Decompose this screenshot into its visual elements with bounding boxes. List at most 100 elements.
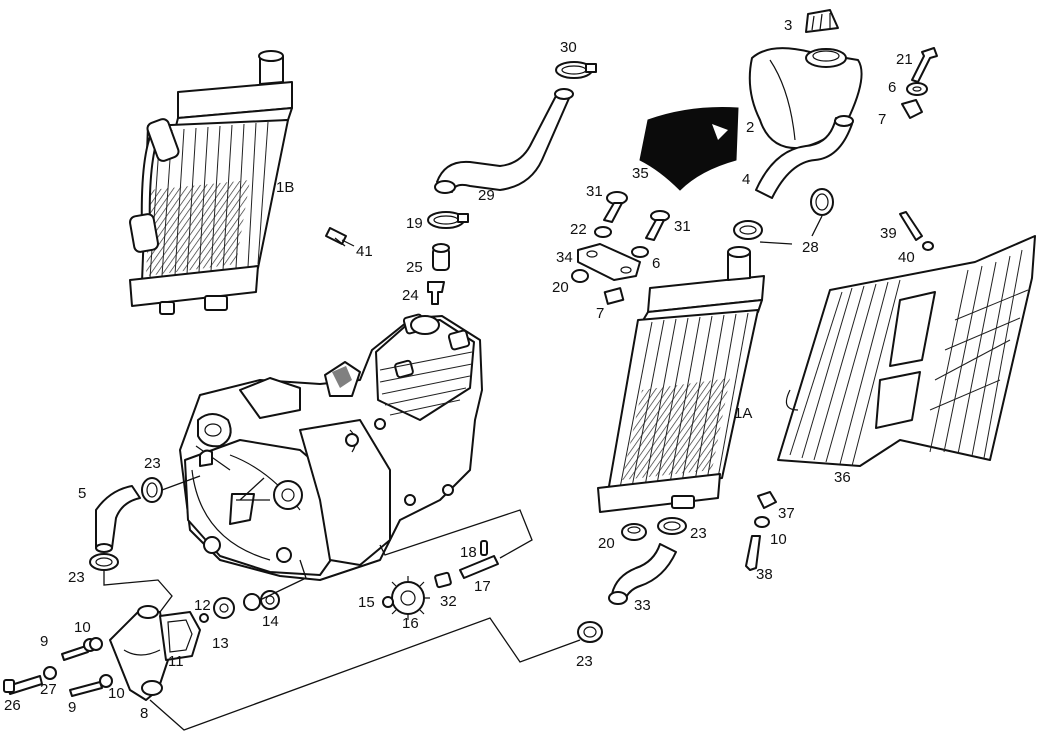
clamp-28a — [810, 188, 834, 216]
impeller-13 — [213, 597, 235, 619]
cap-3 — [805, 9, 839, 33]
grille-36 — [777, 235, 1036, 467]
label-23a: 23 — [144, 455, 161, 472]
washer-10a — [754, 516, 770, 528]
label-6b: 6 — [652, 255, 660, 272]
label-23b: 23 — [68, 569, 85, 586]
clamp-23a — [141, 477, 163, 503]
label-1b: 1B — [276, 179, 294, 196]
label-1a: 1A — [734, 405, 752, 422]
water-pump-housing-8 — [109, 605, 169, 701]
label-24: 24 — [402, 287, 419, 304]
label-35: 35 — [632, 165, 649, 182]
clamp-19 — [427, 211, 469, 229]
bracket-37 — [757, 491, 777, 509]
label-21: 21 — [896, 51, 913, 68]
label-2: 2 — [746, 119, 754, 136]
label-20a: 20 — [552, 279, 569, 296]
bolt-39 — [899, 211, 923, 241]
leader-lines — [103, 215, 823, 731]
gasket-11 — [159, 611, 201, 661]
label-26: 26 — [4, 697, 21, 714]
hose-29 — [434, 88, 574, 194]
label-32: 32 — [440, 593, 457, 610]
clamp-23d — [577, 621, 603, 643]
label-27: 27 — [40, 681, 57, 698]
pin-18 — [480, 540, 488, 556]
label-20b: 20 — [598, 535, 615, 552]
hose-4 — [755, 115, 854, 199]
label-40: 40 — [898, 249, 915, 266]
bolt-31a — [603, 191, 628, 223]
gear-16 — [386, 576, 430, 620]
grommet-20a — [571, 269, 589, 283]
radiator-1a — [597, 246, 765, 513]
label-8: 8 — [140, 705, 148, 722]
label-10c: 10 — [108, 685, 125, 702]
label-11: 11 — [168, 653, 184, 670]
label-31a: 31 — [586, 183, 603, 200]
clamp-23b — [89, 553, 119, 571]
sensor-41 — [325, 227, 355, 247]
label-7a: 7 — [878, 111, 886, 128]
label-10b: 10 — [74, 619, 91, 636]
seal-12 — [199, 613, 209, 623]
bolt-21 — [911, 47, 938, 83]
hose-33 — [608, 543, 677, 605]
nut-7a — [901, 99, 923, 119]
label-5: 5 — [78, 485, 86, 502]
washer-22 — [594, 226, 612, 238]
washer-15 — [382, 596, 394, 608]
label-38: 38 — [756, 566, 773, 583]
radiator-1b — [129, 50, 293, 315]
label-33: 33 — [634, 597, 651, 614]
label-7b: 7 — [596, 305, 604, 322]
bracket-34 — [577, 243, 641, 281]
label-13: 13 — [212, 635, 229, 652]
label-30: 30 — [560, 39, 577, 56]
label-22: 22 — [570, 221, 587, 238]
label-28: 28 — [802, 239, 819, 256]
label-37: 37 — [778, 505, 795, 522]
shaft-17 — [459, 555, 499, 579]
label-36: 36 — [834, 469, 851, 486]
clamp-23c — [657, 517, 687, 535]
label-16: 16 — [402, 615, 419, 632]
label-23d: 23 — [576, 653, 593, 670]
label-19: 19 — [406, 215, 423, 232]
label-10a: 10 — [770, 531, 787, 548]
label-39: 39 — [880, 225, 897, 242]
labels: 1B 41 30 29 19 25 24 3 2 35 4 21 6 7 31 … — [4, 17, 915, 722]
label-34: 34 — [556, 249, 573, 266]
label-9a: 9 — [40, 633, 48, 650]
clamp-30 — [555, 61, 597, 79]
label-23c: 23 — [690, 525, 707, 542]
bearings-14 — [243, 590, 280, 611]
nut-7b — [603, 287, 625, 305]
label-4: 4 — [742, 171, 750, 188]
label-17: 17 — [474, 578, 491, 595]
bolt-24 — [427, 281, 445, 305]
bolt-38 — [745, 535, 761, 571]
label-18: 18 — [460, 544, 477, 561]
label-12: 12 — [194, 597, 211, 614]
washer-6a — [906, 82, 928, 96]
label-31b: 31 — [674, 218, 691, 235]
heat-shield-35 — [639, 107, 739, 191]
label-6a: 6 — [888, 79, 896, 96]
grommet-20b — [621, 523, 647, 541]
label-9b: 9 — [68, 699, 76, 716]
bolt-31b — [645, 210, 670, 241]
nut-32 — [434, 571, 452, 589]
label-15: 15 — [358, 594, 375, 611]
washer-40 — [922, 241, 934, 251]
fitting-25 — [432, 243, 450, 271]
bolts-9-10 — [3, 637, 113, 697]
washer-6b — [631, 246, 649, 258]
label-14: 14 — [262, 613, 279, 630]
label-29: 29 — [478, 187, 495, 204]
clamp-28b — [733, 220, 763, 240]
label-41: 41 — [356, 243, 373, 260]
engine-block — [179, 313, 483, 581]
label-3: 3 — [784, 17, 792, 34]
